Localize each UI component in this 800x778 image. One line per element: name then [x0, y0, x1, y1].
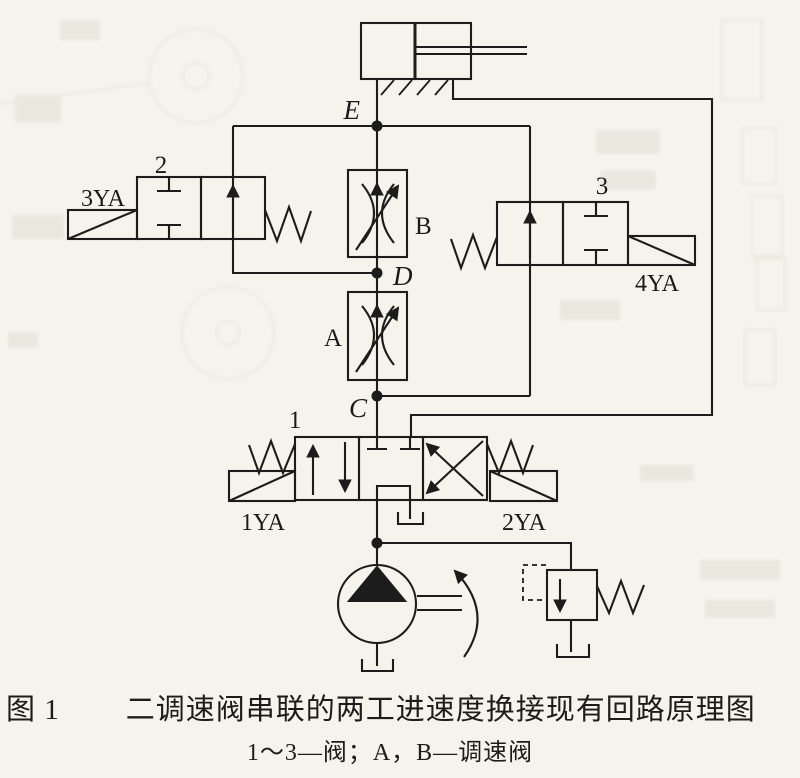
pump-junction-dot	[371, 537, 383, 549]
solenoid-4ya	[626, 234, 697, 267]
tank-symbol	[360, 659, 395, 673]
pt-unload-link	[375, 484, 412, 500]
label-node-c: C	[349, 393, 368, 423]
page-bleedthrough	[0, 19, 786, 618]
cross-arrow	[425, 440, 484, 495]
spring	[596, 578, 645, 616]
node-c-dot	[371, 390, 383, 402]
relief-branch-line	[377, 541, 573, 570]
valve-1	[227, 435, 559, 526]
diagram-labels: E D C B A 2 3 1 3YA 4YA 1YA 2YA	[81, 95, 680, 536]
rotation-arrow	[453, 569, 479, 658]
spring-right	[486, 438, 534, 477]
adjust-arrow	[355, 184, 400, 251]
solenoid-3ya	[66, 208, 139, 241]
label-solenoid-2ya: 2YA	[502, 510, 547, 536]
speed-valve-b	[346, 168, 409, 259]
throttle-arc	[361, 305, 375, 366]
pipes	[231, 79, 714, 652]
throttle-arc	[381, 183, 395, 244]
junction-nodes	[371, 120, 383, 549]
circuit-ink	[66, 21, 714, 673]
piston-rod	[415, 45, 527, 56]
hydraulic-pump	[336, 563, 479, 673]
label-valve-b: B	[415, 213, 432, 240]
label-valve-2: 2	[155, 152, 168, 179]
mount-hatching	[380, 79, 449, 96]
label-node-d: D	[392, 261, 413, 291]
valve-2	[66, 175, 312, 245]
drive-shaft	[417, 594, 462, 612]
adjust-arrow	[355, 306, 400, 373]
tank-symbol	[396, 512, 425, 526]
hydraulic-circuit-diagram: E D C B A 2 3 1 3YA 4YA 1YA 2YA	[0, 19, 786, 673]
spring	[450, 231, 498, 272]
node-d-dot	[371, 267, 383, 279]
solenoid-1ya	[227, 469, 297, 503]
valve2-bypass-line	[231, 126, 377, 275]
label-solenoid-3ya: 3YA	[81, 186, 126, 212]
blocked-ports	[584, 202, 608, 265]
solenoid-2ya	[488, 469, 559, 503]
figure-caption: 图 1 二调速阀串联的两工进速度换接现有回路原理图	[0, 691, 800, 735]
hydraulic-cylinder	[359, 21, 527, 96]
label-valve-3: 3	[596, 173, 609, 200]
figure-title: 二调速阀串联的两工进速度换接现有回路原理图	[125, 694, 756, 726]
label-solenoid-4ya: 4YA	[635, 271, 680, 297]
tank-symbol	[555, 644, 591, 659]
label-node-e: E	[343, 95, 361, 125]
relief-valve	[522, 564, 645, 659]
spring	[264, 203, 312, 245]
speed-valve-a	[346, 290, 409, 382]
label-valve-1: 1	[289, 407, 302, 434]
valve-3	[450, 200, 697, 272]
spring-left	[248, 438, 296, 477]
cross-arrow	[425, 442, 484, 497]
label-valve-a: A	[324, 325, 342, 352]
figure-legend: 1～3—阀；A，B—调速阀	[246, 740, 534, 766]
throttle-arc	[381, 305, 395, 366]
blocked-ports	[157, 177, 181, 239]
node-e-dot	[371, 120, 383, 132]
pump-triangle	[346, 565, 408, 603]
figure-number: 图 1	[6, 694, 60, 726]
blocked-ports	[367, 437, 420, 451]
rod-end-return-line	[409, 79, 714, 437]
label-solenoid-1ya: 1YA	[241, 510, 286, 536]
pilot-line	[522, 564, 546, 601]
throttle-arc	[361, 183, 375, 244]
